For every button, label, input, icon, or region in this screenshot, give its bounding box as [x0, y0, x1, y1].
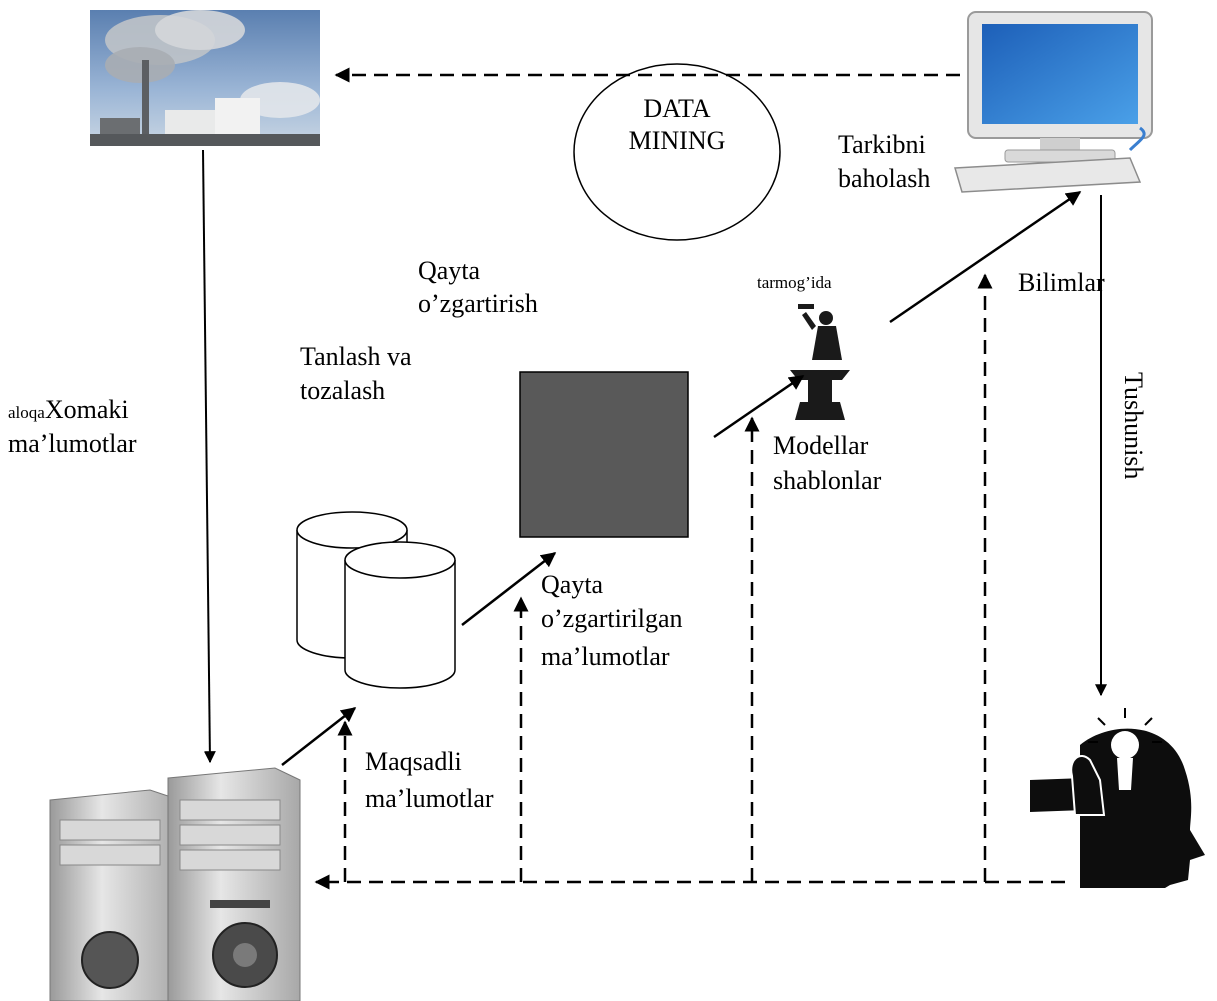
database-icon — [296, 511, 456, 689]
computer-icon — [954, 11, 1153, 193]
tarmogida-label: tarmog’ida — [757, 273, 832, 292]
ozgartirish-label: o’zgartirish — [418, 289, 538, 318]
ozgartirilgan-label: o’zgartirilgan — [541, 604, 683, 633]
target-data-label: ma’lumotlar — [365, 784, 494, 813]
raw-data-label: ma’lumotlar — [8, 429, 137, 458]
data-mining-label-1: DATA — [643, 94, 711, 123]
tushunish-label: Tushunish — [1119, 372, 1148, 480]
data-mining-ellipse — [573, 63, 781, 241]
maqsadli-label: Maqsadli — [365, 747, 462, 776]
factory-icon — [90, 10, 320, 146]
qayta-label: Qayta — [418, 256, 481, 285]
qayta-transformed-label: Qayta — [541, 570, 604, 599]
transformed-data-label: ma’lumotlar — [541, 642, 670, 671]
tozalash-label: tozalash — [300, 376, 386, 405]
tarkibni-label: Tarkibni — [838, 130, 926, 159]
shablonlar-label: shablonlar — [773, 466, 882, 495]
arrow-factory-to-servers — [202, 149, 216, 764]
transformed-data-box — [519, 371, 689, 538]
bilimlar-label: Bilimlar — [1018, 268, 1105, 297]
blacksmith-icon — [790, 304, 850, 420]
idea-head-icon — [1030, 708, 1205, 888]
arrow-servers-to-database — [281, 707, 357, 766]
aloqa-label: aloqa — [8, 403, 45, 422]
arrow-blacksmith-to-computer — [889, 190, 1082, 324]
arrow-database-to-box — [461, 552, 557, 626]
baholash-label: baholash — [838, 164, 931, 193]
data-mining-label-2: MINING — [628, 126, 726, 155]
modellar-label: Modellar — [773, 431, 869, 460]
server-icon — [49, 767, 301, 1001]
arrow-box-to-blacksmith — [713, 374, 805, 439]
tanlash-label: Tanlash va — [300, 342, 412, 371]
xomaki-label: aloqaXomaki — [8, 393, 129, 430]
xomaki-text: Xomaki — [44, 395, 129, 424]
